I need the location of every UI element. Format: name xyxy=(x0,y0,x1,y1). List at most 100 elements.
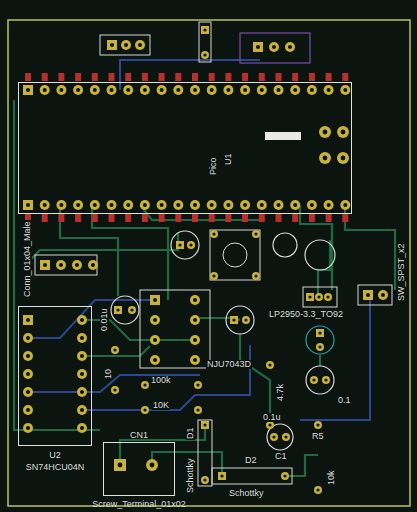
drill-hole xyxy=(143,88,147,92)
round-pad xyxy=(157,200,167,210)
round-pad xyxy=(173,200,183,210)
square-pad xyxy=(218,472,226,480)
drill-hole xyxy=(160,203,164,207)
drill-hole xyxy=(317,295,320,298)
smd-pad xyxy=(225,214,231,222)
drill-hole xyxy=(272,45,276,49)
silkscreen-label: Schottky xyxy=(228,489,265,498)
silkscreen-label: Schottky xyxy=(186,457,195,494)
drill-hole xyxy=(160,88,164,92)
drill-hole xyxy=(343,88,347,92)
drill-hole xyxy=(110,203,114,207)
round-pad xyxy=(77,387,87,397)
round-pad xyxy=(121,40,131,50)
round-pad xyxy=(274,200,284,210)
smd-pad xyxy=(209,214,215,222)
round-pad xyxy=(240,85,250,95)
drill-hole xyxy=(254,232,257,235)
round-pad xyxy=(73,200,83,210)
reference-label: CN1 xyxy=(129,431,149,440)
round-pad xyxy=(128,306,136,314)
round-pad xyxy=(252,272,260,280)
smd-pad xyxy=(142,73,148,81)
drill-hole xyxy=(43,263,47,267)
drill-hole xyxy=(80,426,84,430)
round-pad xyxy=(77,423,87,433)
drill-hole xyxy=(91,263,95,267)
trace xyxy=(82,345,250,410)
square-pad xyxy=(114,306,122,314)
switch-outline xyxy=(210,230,260,280)
silkscreen-label: NJU7043D xyxy=(206,360,252,369)
smd-pad xyxy=(342,214,348,222)
drill-hole xyxy=(59,203,63,207)
drill-hole xyxy=(153,358,157,362)
smd-pad xyxy=(75,214,81,222)
drill-hole xyxy=(26,203,30,207)
round-pad xyxy=(56,85,66,95)
round-pad xyxy=(111,346,119,354)
round-pad xyxy=(307,85,317,95)
round-pad xyxy=(194,381,202,389)
square-pad xyxy=(150,295,160,305)
drill-hole xyxy=(327,88,331,92)
round-pad xyxy=(23,387,33,397)
square-pad xyxy=(23,85,33,95)
round-pad xyxy=(141,381,149,389)
drill-hole xyxy=(272,435,275,438)
smd-pad xyxy=(259,73,265,81)
drill-hole xyxy=(284,435,287,438)
round-pad xyxy=(252,230,260,238)
drill-hole xyxy=(341,156,346,161)
smd-pad xyxy=(159,214,165,222)
round-pad xyxy=(23,351,33,361)
drill-hole xyxy=(381,293,385,297)
drill-hole xyxy=(268,363,271,366)
drill-hole xyxy=(113,388,116,391)
round-pad xyxy=(73,85,83,95)
round-pad xyxy=(266,361,274,369)
drill-hole xyxy=(210,203,214,207)
smd-pad xyxy=(142,214,148,222)
round-pad xyxy=(340,200,350,210)
drill-hole xyxy=(26,354,30,358)
round-pad xyxy=(307,200,317,210)
smd-pad xyxy=(242,214,248,222)
round-pad xyxy=(190,335,200,345)
drill-hole xyxy=(341,130,346,135)
round-pad xyxy=(290,200,300,210)
trace xyxy=(285,455,318,476)
drill-hole xyxy=(256,45,260,49)
drill-hole xyxy=(193,358,197,362)
round-pad xyxy=(190,295,200,305)
round-pad xyxy=(90,200,100,210)
round-pad xyxy=(150,315,160,325)
drill-hole xyxy=(80,390,84,394)
drill-hole xyxy=(193,203,197,207)
drill-hole xyxy=(26,408,30,412)
round-pad xyxy=(40,85,50,95)
square-pad xyxy=(40,260,50,270)
drill-hole xyxy=(196,408,199,411)
drill-hole xyxy=(80,336,84,340)
drill-hole xyxy=(193,88,197,92)
smd-pad xyxy=(276,73,282,81)
smd-pad xyxy=(42,73,48,81)
drill-hole xyxy=(243,88,247,92)
drill-hole xyxy=(323,130,328,135)
drill-hole xyxy=(176,203,180,207)
drill-hole xyxy=(226,203,230,207)
drill-hole xyxy=(203,478,206,481)
round-pad xyxy=(23,333,33,343)
round-pad xyxy=(187,241,195,249)
drill-hole xyxy=(310,203,314,207)
square-pad xyxy=(253,42,263,52)
reference-label: Screw_Terminal_01x02 xyxy=(91,500,187,509)
silkscreen-label: D1 xyxy=(186,426,195,440)
drill-hole xyxy=(76,203,80,207)
smd-pad xyxy=(175,214,181,222)
drill-hole xyxy=(366,293,370,297)
drill-hole xyxy=(203,53,206,56)
round-pad xyxy=(194,406,202,414)
drill-hole xyxy=(126,203,130,207)
